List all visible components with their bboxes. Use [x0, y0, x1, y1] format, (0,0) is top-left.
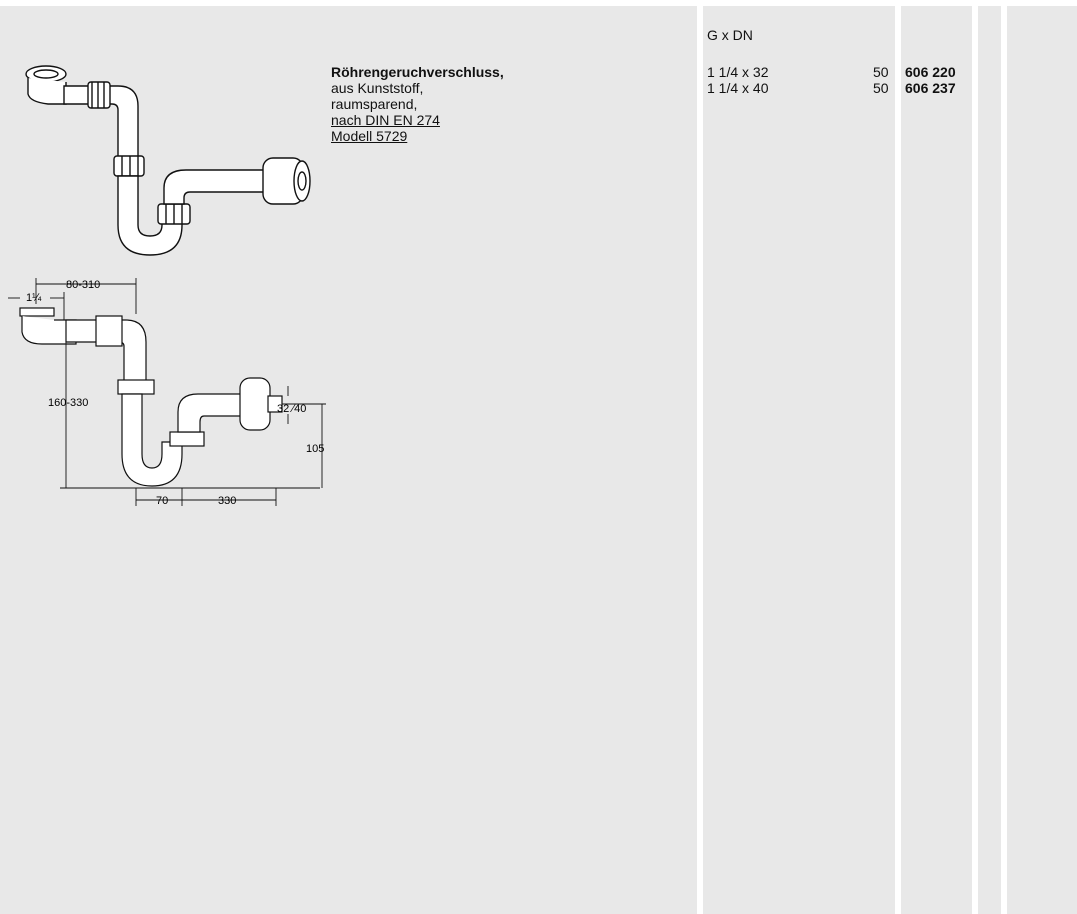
- row-2-qty: 50: [873, 80, 889, 96]
- product-description: Röhrengeruchverschluss, aus Kunststoff, …: [331, 64, 504, 144]
- row-2-size: 1 1/4 x 40: [707, 80, 769, 96]
- dim-bottom-left-label: 70: [156, 495, 168, 507]
- dim-top-label: 80-310: [66, 279, 100, 291]
- row-1-size: 1 1/4 x 32: [707, 64, 769, 80]
- dim-thread-label: 1¼: [26, 292, 42, 304]
- product-model-link[interactable]: Modell 5729: [331, 128, 408, 144]
- dim-height-label: 160-330: [48, 397, 88, 409]
- dimension-drawing: 80-310 1¼ 160-330 32 ⁄40 105 70 330: [8, 278, 326, 507]
- size-header: G x DN: [707, 27, 753, 43]
- row-1-qty: 50: [873, 64, 889, 80]
- siphon-illustration: [25, 65, 311, 256]
- product-title: Röhrengeruchverschluss,: [331, 64, 504, 80]
- row-1-article: 606 220: [905, 64, 956, 80]
- dim-diameter-label: 32 ⁄40: [277, 403, 306, 415]
- article-column: [901, 6, 972, 914]
- narrow-column: [978, 6, 1001, 914]
- product-feature: raumsparend,: [331, 96, 418, 112]
- product-material: aus Kunststoff,: [331, 80, 424, 96]
- right-column: [1007, 6, 1077, 914]
- dim-bottom-right-label: 330: [218, 495, 236, 507]
- product-norm-link[interactable]: nach DIN EN 274: [331, 112, 440, 128]
- row-2-article: 606 237: [905, 80, 956, 96]
- size-column: [703, 6, 895, 914]
- dim-drop-label: 105: [306, 443, 324, 455]
